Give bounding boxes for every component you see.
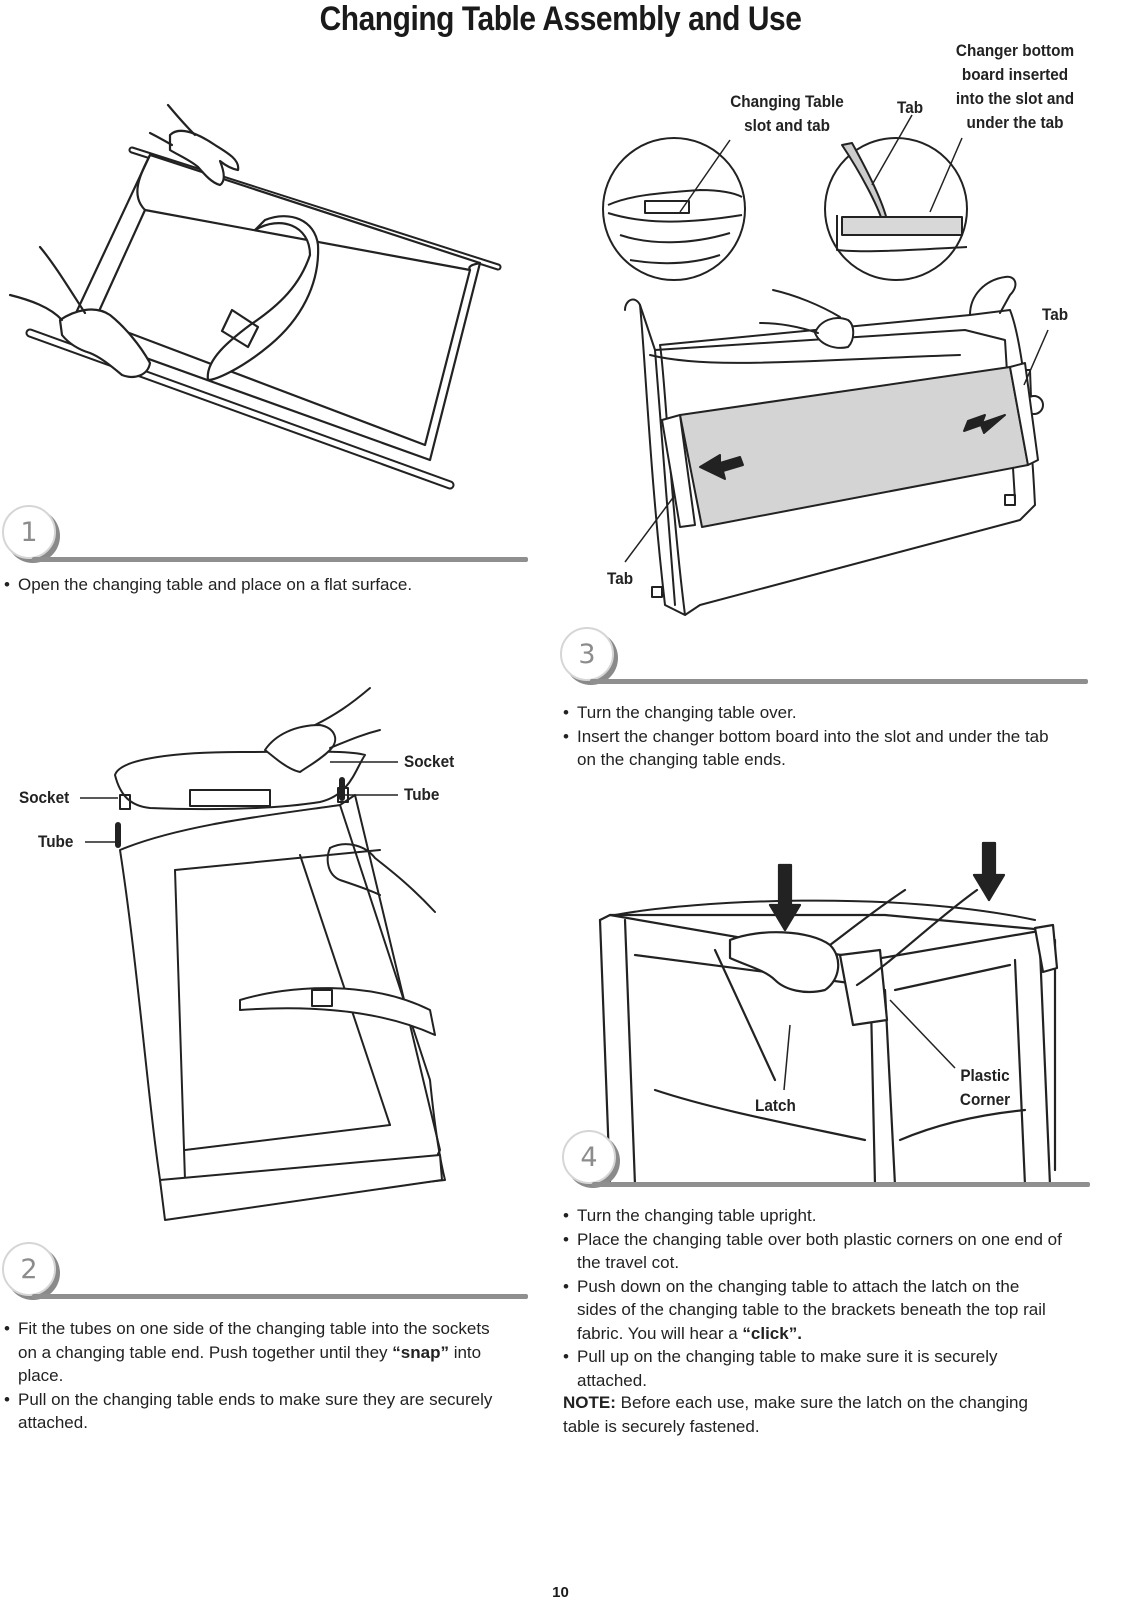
instruction-item: Insert the changer bottom board into the… <box>563 725 1063 772</box>
page-number: 10 <box>552 1584 569 1601</box>
detail-circle-slot <box>600 135 748 283</box>
hand-illustration <box>264 724 337 773</box>
step-divider <box>590 679 1088 684</box>
page-title: Changing Table Assembly and Use <box>319 0 802 38</box>
step-2-marker: 2 <box>2 1242 528 1302</box>
leader-lines-step-4 <box>783 999 956 1091</box>
instruction-item: Open the changing table and place on a f… <box>4 573 514 597</box>
instruction-item: Turn the changing table over. <box>563 701 1063 725</box>
instruction-item: Place the changing table over both plast… <box>563 1228 1063 1275</box>
safety-note: NOTE: Before each use, make sure the lat… <box>563 1391 1053 1438</box>
hand-illustration <box>168 129 240 187</box>
callout-tab-left: Tab <box>607 569 634 588</box>
instruction-item: Pull on the changing table ends to make … <box>4 1388 504 1435</box>
callout-slot-and-tab: Changing Table slot and tab <box>730 92 844 135</box>
arrow-icon <box>963 414 1006 434</box>
instruction-item: Fit the tubes on one side of the changin… <box>4 1317 504 1388</box>
hand-illustration <box>728 931 840 994</box>
step-divider <box>32 557 528 562</box>
leader-lines-step-2 <box>80 761 398 843</box>
arrow-icon <box>768 863 802 932</box>
figure-step-4 <box>595 840 1065 1185</box>
figure-step-1 <box>0 95 520 495</box>
hand-illustration <box>814 317 855 349</box>
step-3-marker: 3 <box>560 627 1088 687</box>
instruction-item: Pull up on the changing table to make su… <box>563 1345 1063 1392</box>
note-label: NOTE: <box>563 1393 616 1412</box>
callout-latch: Latch <box>755 1096 796 1115</box>
callout-tube-right: Tube <box>404 785 440 804</box>
step-number-badge: 2 <box>2 1242 56 1296</box>
step-4-instructions: Turn the changing table upright. Place t… <box>563 1204 1063 1392</box>
step-1-marker: 1 <box>2 505 528 565</box>
figure-step-2 <box>90 680 470 1240</box>
arrow-icon <box>699 454 744 480</box>
instruction-item: Push down on the changing table to attac… <box>563 1275 1063 1346</box>
arrow-icon <box>972 841 1006 902</box>
step-divider <box>592 1182 1090 1187</box>
callout-socket-right: Socket <box>404 752 455 771</box>
step-number-badge: 1 <box>2 505 56 559</box>
step-number-badge: 3 <box>560 627 614 681</box>
note-text: Before each use, make sure the latch on … <box>563 1393 1028 1436</box>
figure-step-3 <box>610 275 1060 635</box>
step-divider <box>32 1294 528 1299</box>
detail-circle-tab <box>822 135 970 283</box>
callout-tab-right: Tab <box>1042 305 1069 324</box>
leader-lines-step-3 <box>624 114 1049 563</box>
step-4-marker: 4 <box>562 1130 1090 1190</box>
callout-changer-board: Changer bottom board inserted into the s… <box>955 41 1075 132</box>
callout-tab-top: Tab <box>897 98 924 117</box>
step-2-instructions: Fit the tubes on one side of the changin… <box>4 1317 504 1435</box>
callout-plastic-corner: Plastic Corner <box>959 1066 1011 1109</box>
step-3-instructions: Turn the changing table over. Insert the… <box>563 701 1063 772</box>
callout-socket-left: Socket <box>19 788 70 807</box>
instruction-item: Turn the changing table upright. <box>563 1204 1063 1228</box>
step-number-badge: 4 <box>562 1130 616 1184</box>
callout-tube-left: Tube <box>38 832 74 851</box>
step-1-instructions: Open the changing table and place on a f… <box>4 573 514 597</box>
